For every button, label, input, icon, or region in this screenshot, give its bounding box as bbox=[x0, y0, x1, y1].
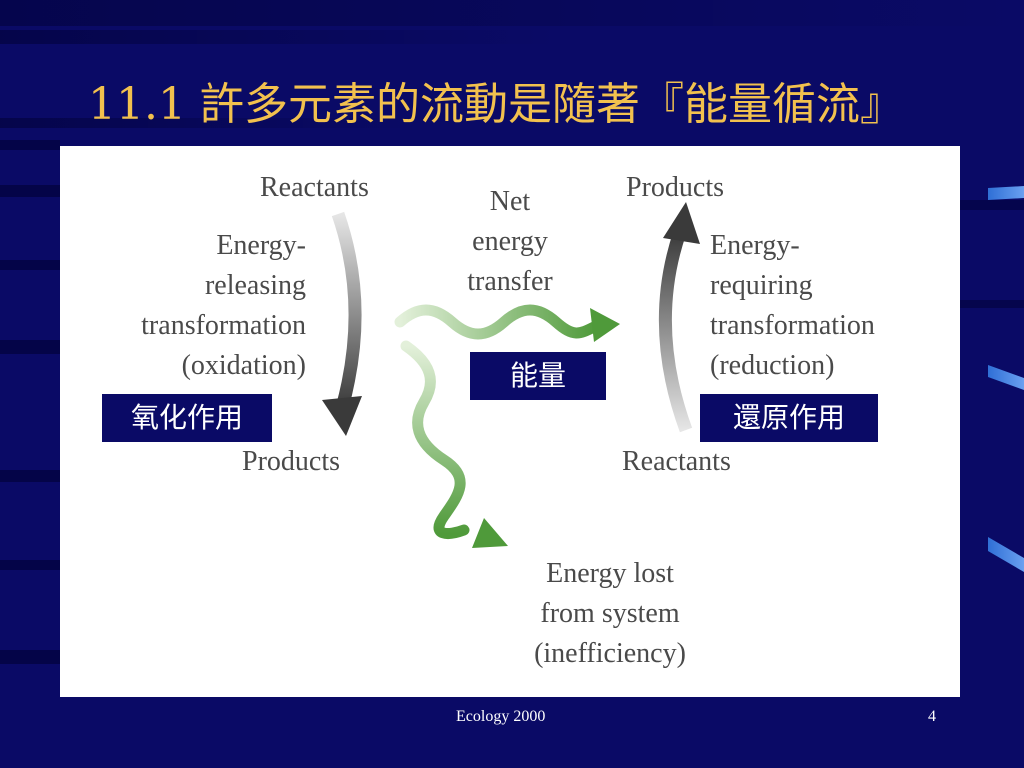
net-transfer-line: energy bbox=[472, 226, 548, 257]
energy-lost-line: from system bbox=[540, 598, 680, 629]
reduction-tag: 還原作用 bbox=[700, 394, 878, 442]
right-products-label: Products bbox=[626, 172, 724, 203]
left-description-line: Energy- bbox=[216, 230, 306, 261]
net-transfer-line: transfer bbox=[467, 266, 553, 297]
footer-text: Ecology 2000 bbox=[456, 708, 546, 725]
decorative-blue-dash bbox=[988, 365, 1024, 390]
energy-flow-diagram: Reactants Energy- releasing transformati… bbox=[60, 146, 960, 697]
right-description-line: Energy- bbox=[710, 230, 800, 261]
energy-lost-arrow bbox=[400, 340, 508, 548]
left-description-line: transformation bbox=[141, 310, 306, 341]
energy-requiring-arrow bbox=[658, 202, 700, 433]
oxidation-tag: 氧化作用 bbox=[102, 394, 272, 442]
net-energy-transfer-arrow bbox=[394, 304, 620, 342]
energy-releasing-arrow bbox=[322, 211, 362, 436]
right-description-line: transformation bbox=[710, 310, 875, 341]
right-description-line: requiring bbox=[710, 270, 813, 301]
decorative-blue-dash bbox=[988, 186, 1024, 200]
slide-title: 11.1 許多元素的流動是隨著『能量循流』 bbox=[88, 79, 904, 130]
left-description-line: releasing bbox=[204, 270, 306, 301]
page-number: 4 bbox=[928, 708, 936, 725]
diagram-arrows bbox=[322, 202, 700, 548]
energy-tag: 能量 bbox=[470, 352, 606, 400]
decorative-blue-dash bbox=[988, 537, 1024, 572]
left-reactants-label: Reactants bbox=[260, 172, 369, 203]
right-description-line: (reduction) bbox=[710, 350, 835, 381]
right-reactants-label: Reactants bbox=[622, 446, 731, 477]
left-products-label: Products bbox=[242, 446, 340, 477]
energy-lost-line: (inefficiency) bbox=[534, 638, 686, 669]
energy-lost-line: Energy lost bbox=[546, 558, 674, 589]
net-transfer-line: Net bbox=[489, 186, 531, 217]
left-description-line: (oxidation) bbox=[181, 350, 306, 381]
